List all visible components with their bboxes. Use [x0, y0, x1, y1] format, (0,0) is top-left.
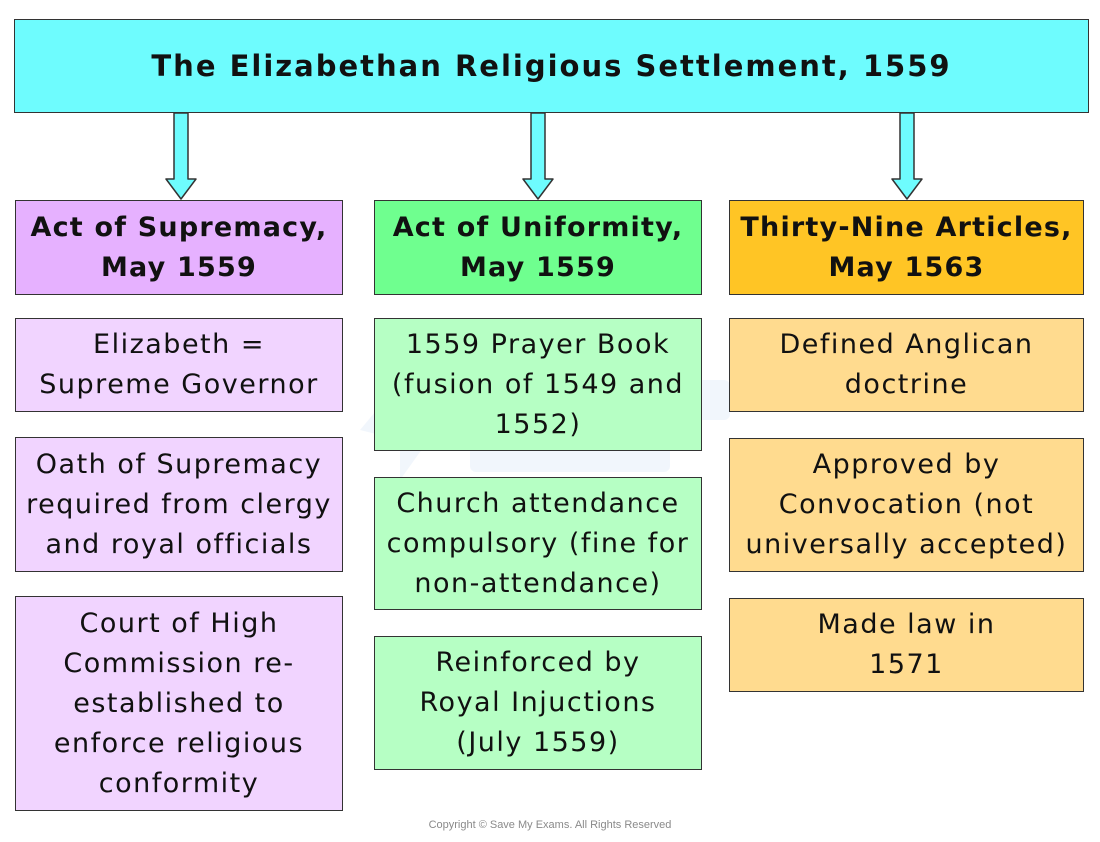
articles-item: Defined Anglican doctrine	[729, 318, 1084, 412]
articles-item: Approved by Convocation (not universally…	[729, 438, 1084, 572]
supremacy-item: Oath of Supremacy required from clergy a…	[15, 437, 343, 572]
uniformity-item: 1559 Prayer Book (fusion of 1549 and 155…	[374, 318, 702, 451]
supremacy-item: Elizabeth = Supreme Governor	[15, 318, 343, 412]
uniformity-item: Church attendance compulsory (fine for n…	[374, 477, 702, 610]
articles-item: Made law in 1571	[729, 598, 1084, 692]
copyright-notice: Copyright © Save My Exams. All Rights Re…	[428, 819, 672, 831]
uniformity-item: Reinforced by Royal Injuctions (July 155…	[374, 636, 702, 770]
arrow-down-icon	[165, 113, 197, 200]
arrow-down-icon	[891, 113, 923, 200]
thirty-nine-articles-heading: Thirty-Nine Articles, May 1563	[729, 200, 1084, 295]
act-of-supremacy-heading: Act of Supremacy, May 1559	[15, 200, 343, 295]
diagram-title: The Elizabethan Religious Settlement, 15…	[14, 19, 1089, 113]
arrow-down-icon	[522, 113, 554, 200]
act-of-uniformity-heading: Act of Uniformity, May 1559	[374, 200, 702, 295]
supremacy-item: Court of High Commission re- established…	[15, 596, 343, 811]
